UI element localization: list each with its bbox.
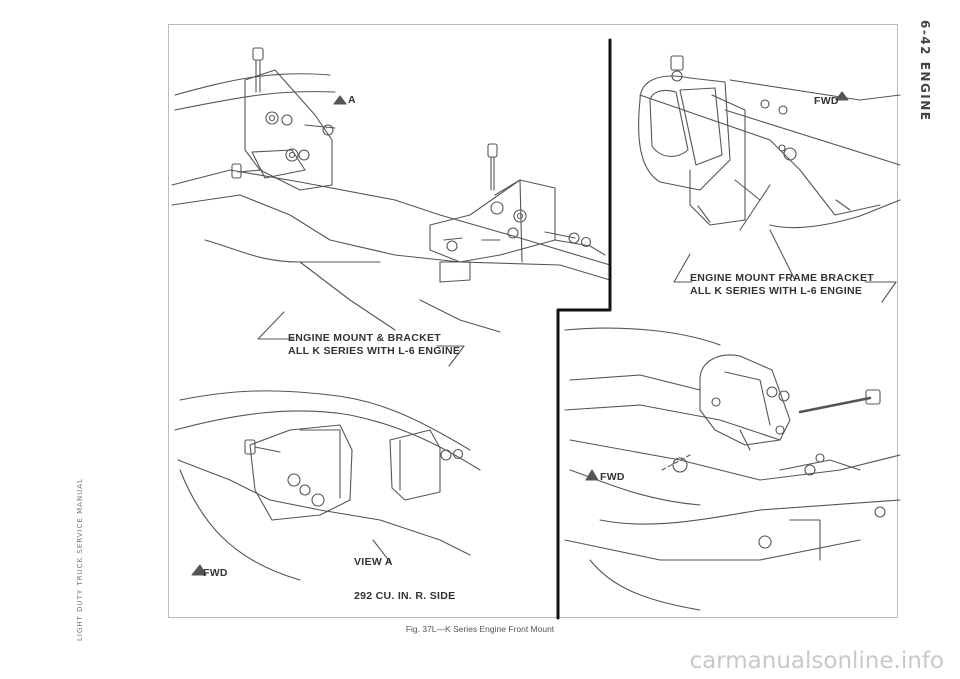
view-a-label: VIEW A: [354, 556, 393, 568]
frame-bracket-label-line1: ENGINE MOUNT FRAME BRACKET: [690, 272, 874, 284]
side-label: 292 CU. IN. R. SIDE: [354, 590, 456, 602]
frame-bracket-label: ENGINE MOUNT FRAME BRACKET ALL K SERIES …: [690, 272, 874, 298]
mount-bracket-label-line1: ENGINE MOUNT & BRACKET: [288, 332, 442, 344]
fwd-label-top-right: FWD: [814, 95, 839, 107]
frame-bracket-label-line2: ALL K SERIES WITH L-6 ENGINE: [690, 285, 863, 297]
section-header: 6-42 ENGINE: [918, 20, 932, 122]
figure-frame: [168, 24, 898, 618]
mount-bracket-label-line2: ALL K SERIES WITH L-6 ENGINE: [288, 345, 461, 357]
fwd-label-lower-left: FWD: [203, 567, 228, 579]
watermark: carmanualsonline.info: [689, 648, 944, 674]
mount-bracket-label: ENGINE MOUNT & BRACKET ALL K SERIES WITH…: [288, 332, 460, 358]
fwd-label-lower-right: FWD: [600, 471, 625, 483]
figure-caption: Fig. 37L—K Series Engine Front Mount: [405, 624, 555, 634]
arrow-a-label: A: [348, 94, 356, 106]
